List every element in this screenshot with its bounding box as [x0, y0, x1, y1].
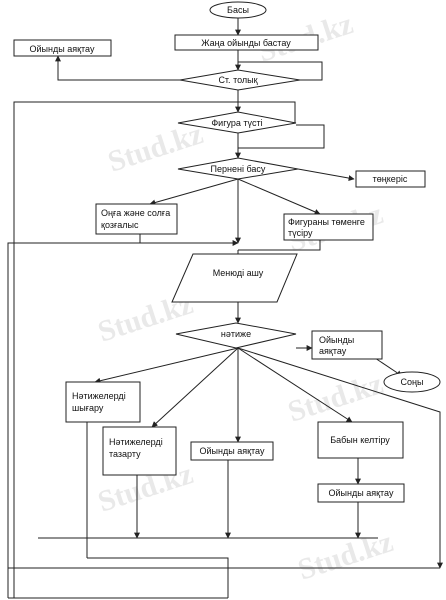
node-open-menu-label: Менюді ашу: [213, 268, 264, 278]
node-clear-results-label-2: тазарту: [109, 449, 141, 459]
watermark-text: Stud.kz: [294, 525, 397, 587]
node-drop-label-2: түсіру: [288, 228, 313, 238]
node-move-lr: Оңға және солға қозғалыс: [95, 203, 178, 235]
node-show-results-label-1: Нәтижелерді: [72, 391, 126, 401]
node-figure-color-label: Фигура түсті: [211, 118, 262, 128]
node-set-level: Бабын келтіру: [317, 421, 404, 459]
node-press-key-label: Пернені басу: [211, 164, 266, 174]
node-show-results-label-2: шығару: [72, 403, 104, 413]
node-clear-results: Нәтижелерді тазарту: [102, 426, 177, 476]
node-end-game-right-label-2: аяқтау: [319, 346, 347, 356]
node-end: Соңы: [383, 371, 441, 393]
node-end-game-mid: Ойынды аяқтау: [190, 441, 274, 461]
node-result: нәтиже: [175, 322, 297, 349]
node-end-game-bottom-label: Ойынды аяқтау: [329, 488, 394, 498]
node-start-label: Басы: [227, 5, 249, 15]
node-end-game-mid-label: Ойынды аяқтау: [200, 446, 265, 456]
node-figure-color: Фигура түсті: [177, 111, 297, 134]
node-move-lr-label-2: қозғалыс: [101, 220, 139, 230]
node-end-game-top: Ойынды аяқтау: [13, 39, 112, 57]
node-new-game-label: Жаңа ойынды бастау: [201, 38, 291, 48]
node-show-results: Нәтижелерді шығару: [65, 381, 141, 423]
node-press-key: Пернені басу: [177, 157, 299, 180]
node-move-lr-label-1: Оңға және солға: [101, 208, 170, 218]
node-new-game: Жаңа ойынды бастау: [174, 34, 319, 51]
node-end-game-right-label-1: Ойынды: [319, 335, 354, 345]
node-st-full: Ст. толық: [179, 69, 301, 91]
connectors: [7, 18, 443, 599]
node-clear-results-label-1: Нәтижелерді: [109, 437, 163, 447]
node-end-game-bottom: Ойынды аяқтау: [317, 483, 405, 503]
node-drop-label-1: Фигураны төменге: [288, 217, 365, 227]
node-end-game-top-label: Ойынды аяқтау: [30, 44, 95, 54]
node-set-level-label: Бабын келтіру: [330, 435, 390, 445]
node-open-menu: Менюді ашу: [171, 253, 298, 303]
watermark-text: Stud.kz: [284, 367, 387, 429]
node-result-label: нәтиже: [221, 329, 251, 339]
node-end-label: Соңы: [401, 377, 424, 387]
node-st-full-label: Ст. толық: [218, 75, 257, 85]
node-rotate-label: төңкеріс: [373, 174, 408, 184]
node-end-game-right: Ойынды аяқтау: [311, 330, 383, 360]
node-start: Басы: [209, 1, 267, 19]
node-drop: Фигураны төменге түсіру: [283, 213, 374, 241]
node-rotate: төңкеріс: [355, 170, 426, 188]
